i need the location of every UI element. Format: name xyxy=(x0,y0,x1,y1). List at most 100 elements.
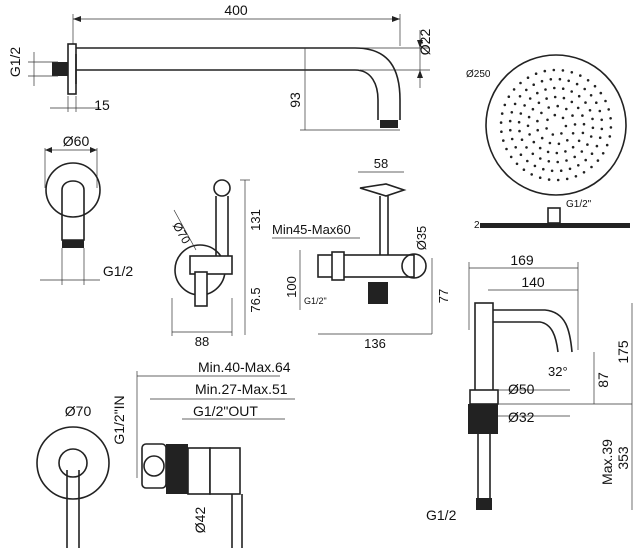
flange-diameter: Ø60 xyxy=(63,133,90,149)
spray-hole xyxy=(580,150,584,153)
bidet-top: 58 xyxy=(374,156,388,171)
spray-hole xyxy=(528,133,531,136)
spray-hole xyxy=(609,117,612,120)
basin-height: 175 xyxy=(615,340,631,364)
spray-hole xyxy=(571,145,575,149)
spray-hole xyxy=(555,151,559,155)
bidet-thread: G1/2" xyxy=(304,296,327,306)
spray-hole xyxy=(531,107,535,111)
spray-hole xyxy=(553,95,557,99)
spray-hole xyxy=(561,116,565,120)
spray-hole xyxy=(500,112,504,115)
mixer-in: G1/2"IN xyxy=(111,395,127,444)
spray-hole xyxy=(600,118,603,122)
spray-hole xyxy=(582,122,586,126)
spray-hole xyxy=(575,82,579,86)
spray-hole xyxy=(559,169,563,172)
holder-height: 131 xyxy=(248,209,263,231)
spray-hole xyxy=(608,135,612,138)
spray-hole xyxy=(551,133,555,136)
bidet-diameter: Ø35 xyxy=(414,226,429,251)
shower-head-drawing: Ø250 G1/2" 2 xyxy=(466,54,630,231)
spray-hole xyxy=(519,81,522,85)
spray-hole xyxy=(581,114,584,117)
spray-hole xyxy=(570,100,574,104)
flange-thread: G1/2 xyxy=(103,263,134,279)
head-thread: G1/2" xyxy=(566,199,592,210)
arm-drop: 93 xyxy=(287,92,303,108)
spray-hole xyxy=(593,84,597,88)
bidet-drawing: 58 Min45-Max60 Ø35 100 G1/2" 77 136 xyxy=(272,156,451,351)
spray-hole xyxy=(539,157,542,160)
spray-hole xyxy=(519,153,523,156)
arm-length: 400 xyxy=(224,2,248,18)
wall-flange-drawing: Ø60 G1/2 xyxy=(40,133,133,285)
spray-hole xyxy=(556,104,559,108)
spray-hole xyxy=(536,128,539,132)
spray-hole xyxy=(527,115,531,119)
bidet-height: 100 xyxy=(284,276,299,298)
spray-hole xyxy=(571,114,574,117)
spray-hole xyxy=(531,152,535,156)
spray-hole xyxy=(533,164,537,168)
bidet-lower-height: 77 xyxy=(436,289,451,303)
spray-hole xyxy=(588,109,592,112)
holder-diameter: Ø70 xyxy=(170,220,194,247)
spray-hole xyxy=(598,109,602,113)
spray-hole xyxy=(540,111,543,115)
spray-hole xyxy=(546,118,549,122)
spray-hole xyxy=(558,77,562,81)
bidet-range: Min45-Max60 xyxy=(272,222,351,237)
spray-hole xyxy=(556,178,560,182)
head-diameter: Ø250 xyxy=(466,69,491,80)
spray-hole xyxy=(505,147,508,151)
basin-reach: 169 xyxy=(510,252,534,268)
spray-hole xyxy=(518,95,522,98)
spray-hole xyxy=(532,83,535,86)
spray-hole xyxy=(570,71,574,74)
spray-hole xyxy=(519,112,523,115)
spray-hole xyxy=(582,171,586,174)
spray-hole xyxy=(595,144,599,148)
shower-arm-drawing: 400 Ø22 G1/2 15 93 xyxy=(7,2,433,131)
basin-spout: 140 xyxy=(521,274,545,290)
spray-hole xyxy=(542,167,545,171)
basin-shank: Ø32 xyxy=(508,409,535,425)
mixer-cartridge: Ø42 xyxy=(192,507,208,534)
spray-hole xyxy=(523,104,526,107)
spray-hole xyxy=(517,120,521,124)
spray-hole xyxy=(553,113,557,117)
spray-hole xyxy=(577,139,581,143)
spray-hole xyxy=(604,99,607,103)
spray-hole xyxy=(509,128,512,132)
spray-hole xyxy=(547,160,551,163)
holder-lower-height: 76.5 xyxy=(248,287,263,312)
spray-hole xyxy=(574,175,578,178)
spray-hole xyxy=(518,129,521,133)
spray-hole xyxy=(553,86,556,90)
spray-hole xyxy=(537,101,541,105)
spray-hole xyxy=(528,97,532,100)
spray-hole xyxy=(609,126,613,129)
spray-hole xyxy=(512,88,516,91)
spray-hole xyxy=(509,155,513,159)
spray-hole xyxy=(571,132,575,135)
spray-hole xyxy=(568,167,572,171)
spray-hole xyxy=(520,138,524,141)
spray-hole xyxy=(546,150,550,154)
spray-hole xyxy=(583,87,586,91)
mixer-plate-diameter: Ø70 xyxy=(65,403,92,419)
spray-hole xyxy=(515,162,519,166)
spray-hole xyxy=(514,146,517,149)
spray-hole xyxy=(557,142,561,146)
spray-hole xyxy=(591,126,595,130)
spray-hole xyxy=(581,131,585,135)
spray-hole xyxy=(536,91,539,95)
spray-hole xyxy=(573,155,576,159)
spray-hole xyxy=(589,94,593,97)
spray-hole xyxy=(525,146,528,149)
spray-hole xyxy=(562,96,566,100)
holder-width: 88 xyxy=(195,334,209,349)
spray-hole xyxy=(564,150,567,153)
